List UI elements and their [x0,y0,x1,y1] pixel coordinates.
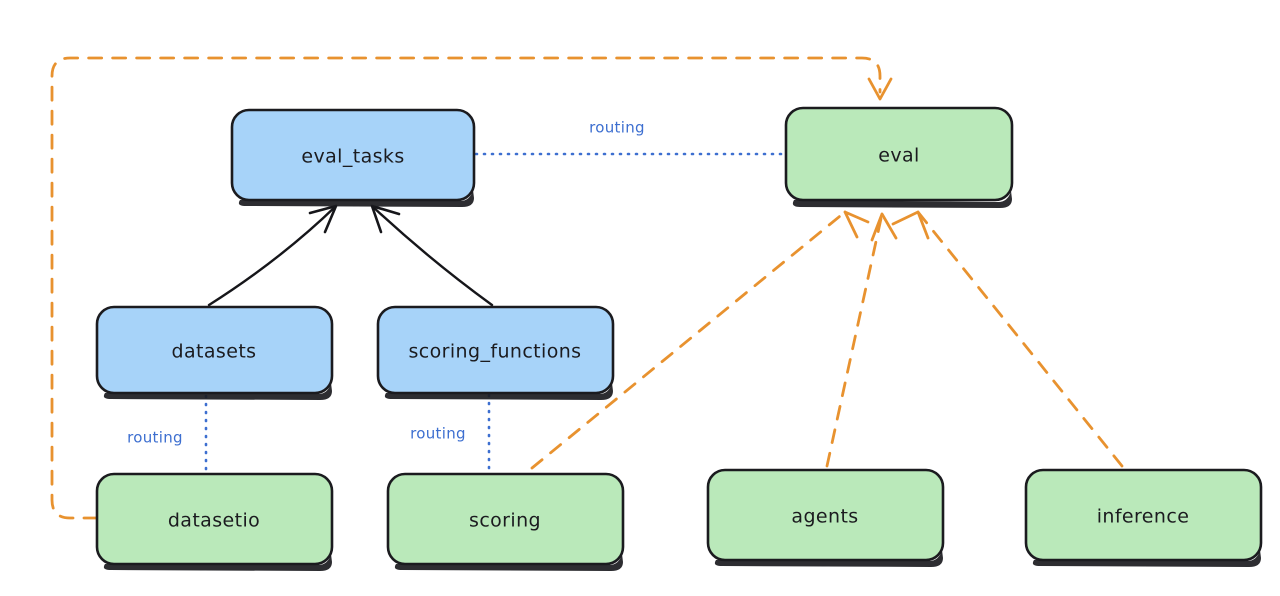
node-label-scoring: scoring [469,510,541,532]
node-inference[interactable]: inference [1024,468,1263,567]
edge-layer [50,56,1124,520]
node-agents[interactable]: agents [706,468,945,567]
edge-label-routing-scoring-functions-scoring: routing [410,425,466,443]
node-label-datasets: datasets [172,341,257,363]
node-datasetio[interactable]: datasetio [95,472,334,571]
edge-agents-to-eval[interactable] [825,212,898,468]
node-eval[interactable]: eval [784,106,1014,208]
edge-label-routing-datasets-datasetio: routing [127,429,183,447]
node-label-eval: eval [878,145,919,167]
node-scoring-functions[interactable]: scoring_functions [376,305,615,400]
edge-label-routing-eval-tasks-eval: routing [589,119,645,137]
edge-scoring-to-eval[interactable] [530,210,870,470]
edge-inference-to-eval[interactable] [891,210,1124,468]
edge-label-layer: routing routing routing [127,119,645,447]
edge-datasets-to-eval-tasks[interactable] [207,204,338,307]
node-datasets[interactable]: datasets [95,305,334,400]
node-label-agents: agents [791,506,858,528]
edge-datasetio-to-eval[interactable] [50,56,893,520]
node-eval-tasks[interactable]: eval_tasks [230,108,476,207]
node-label-inference: inference [1097,506,1190,528]
node-layer: eval_tasks eval datasets scoring_functio… [95,106,1263,571]
node-scoring[interactable]: scoring [386,472,625,571]
node-label-datasetio: datasetio [168,510,260,532]
edge-scoring-functions-to-eval-tasks[interactable] [370,204,494,307]
node-label-scoring-functions: scoring_functions [409,341,582,363]
node-label-eval-tasks: eval_tasks [301,146,404,168]
